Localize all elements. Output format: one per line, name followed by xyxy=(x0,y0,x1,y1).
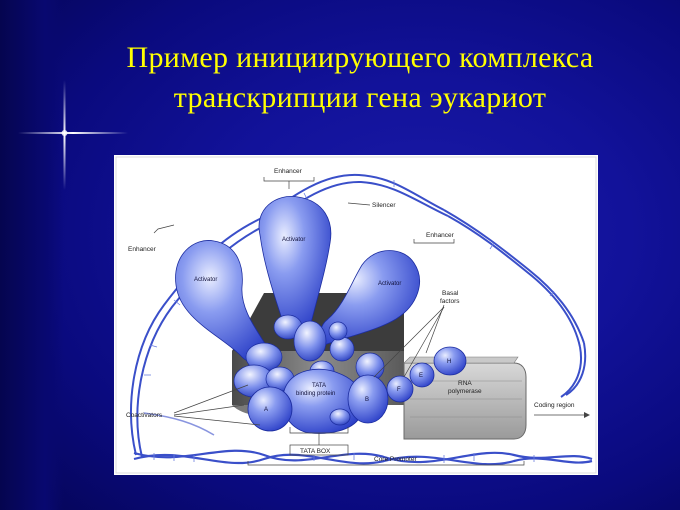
label-tata-box: TATA BOX xyxy=(300,448,331,455)
label-coding-region: Coding region xyxy=(534,402,575,409)
title-line-1: Пример инициирующего комплекса xyxy=(70,38,650,78)
label-enhancer-left: Enhancer xyxy=(128,246,157,253)
slide-left-band xyxy=(0,0,64,510)
label-factor-b: B xyxy=(365,397,369,403)
label-factor-a: A xyxy=(264,407,268,413)
title-line-2: транскрипции гена эукариот xyxy=(70,78,650,118)
label-core-promoter: Core Promoter xyxy=(374,456,417,463)
label-silencer: Silencer xyxy=(372,202,396,209)
transcription-complex-diagram: Enhancer Silencer Enhancer Enhancer Acti… xyxy=(114,155,598,475)
label-tata-binding-1: TATA xyxy=(312,383,326,389)
slide-title: Пример инициирующего комплекса транскрип… xyxy=(70,38,650,118)
label-enhancer-right: Enhancer xyxy=(426,232,455,239)
label-factor-h: H xyxy=(447,359,451,365)
label-activator-3: Activator xyxy=(378,281,401,287)
label-factor-f: F xyxy=(397,387,401,393)
label-factor-e: E xyxy=(419,373,423,379)
label-tata-binding-2: binding protein xyxy=(296,391,335,397)
label-basal-factors-1: Basal xyxy=(442,290,459,297)
label-activator-2: Activator xyxy=(282,237,305,243)
label-activator-1: Activator xyxy=(194,277,217,283)
label-basal-factors-2: factors xyxy=(440,298,460,305)
label-rna-polymerase-2: polymerase xyxy=(448,388,482,395)
label-enhancer-top: Enhancer xyxy=(274,168,303,175)
label-coactivators: Coactivators xyxy=(126,412,163,419)
label-rna-polymerase-1: RNA xyxy=(458,380,472,387)
transcription-complex-figure: Enhancer Silencer Enhancer Enhancer Acti… xyxy=(114,155,598,475)
